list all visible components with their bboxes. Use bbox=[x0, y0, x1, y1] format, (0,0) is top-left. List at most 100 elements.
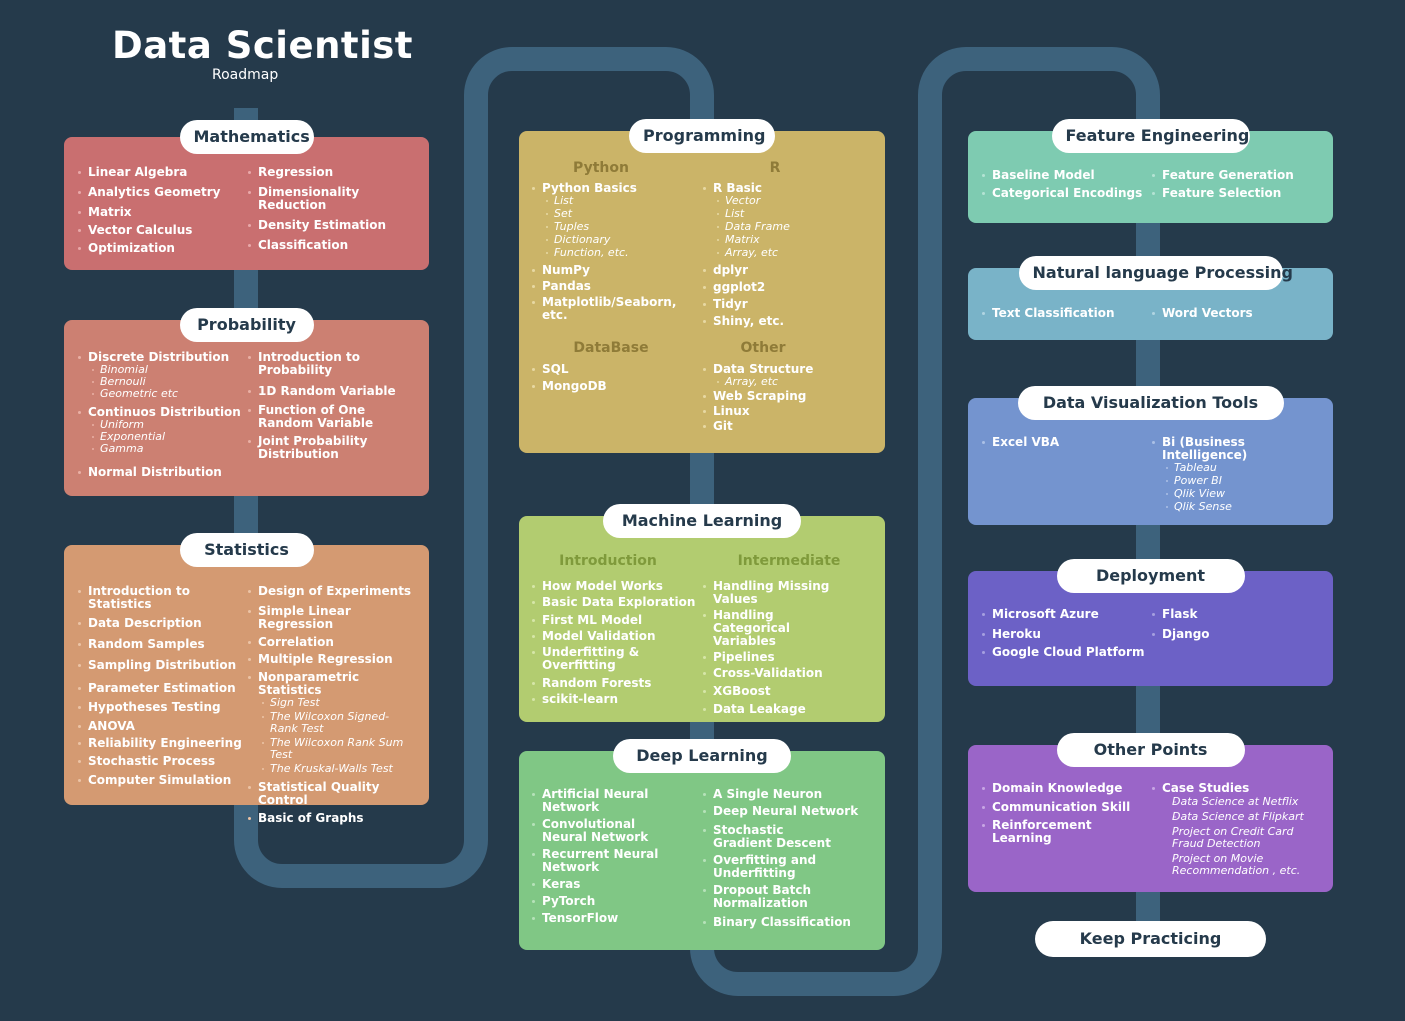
list-item: Bi (Business Intelligence) bbox=[1152, 436, 1327, 462]
sub-item: Vector bbox=[715, 195, 873, 207]
list-item: Deep Neural Network bbox=[703, 805, 878, 818]
list-item: Discrete Distribution bbox=[78, 351, 243, 364]
list-item: Stochastic Gradient Descent bbox=[703, 824, 843, 850]
list-item: Pipelines bbox=[703, 651, 878, 664]
deployment-card: Deployment Microsoft Azure Heroku Google… bbox=[968, 559, 1333, 686]
list-item: Statistical Quality Control bbox=[248, 781, 423, 807]
list-item: Dimensionality Reduction bbox=[248, 186, 423, 212]
list-item: Communication Skill bbox=[982, 801, 1147, 814]
list-item: Regression bbox=[248, 166, 423, 179]
list-item: Binary Classification bbox=[703, 916, 878, 929]
list-item: Correlation bbox=[248, 636, 423, 649]
list-item: XGBoost bbox=[703, 685, 878, 698]
list-item: Joint Probability Distribution bbox=[248, 435, 398, 461]
sub-item: Matrix bbox=[715, 234, 873, 246]
list-item: Tidyr bbox=[703, 298, 873, 311]
list-item: Handling Categorical Variables bbox=[703, 609, 853, 648]
feature-engineering-card: Feature Engineering Baseline Model Categ… bbox=[968, 119, 1333, 223]
list-item: Google Cloud Platform bbox=[982, 646, 1147, 659]
list-item: Basic of Graphs bbox=[248, 812, 423, 825]
probability-card: Probability Discrete Distribution Binomi… bbox=[64, 308, 429, 496]
sub-item: Project on Credit Card Fraud Detection bbox=[1172, 826, 1297, 850]
keep-practicing-badge: Keep Practicing bbox=[1035, 921, 1266, 957]
list-item: Feature Selection bbox=[1152, 187, 1322, 200]
list-item: NumPy bbox=[532, 264, 697, 277]
list-item: A Single Neuron bbox=[703, 788, 878, 801]
list-item: Introduction to Statistics bbox=[78, 585, 198, 611]
list-item: Classification bbox=[248, 239, 423, 252]
list-item: Microsoft Azure bbox=[982, 608, 1147, 621]
sub-item: Data Science at Netflix bbox=[1172, 796, 1327, 808]
list-item: Model Validation bbox=[532, 630, 702, 643]
statistics-card: Statistics Introduction to Statistics Da… bbox=[64, 533, 429, 825]
list-item: TensorFlow bbox=[532, 912, 702, 925]
list-item: Baseline Model bbox=[982, 169, 1147, 182]
probability-title: Probability bbox=[179, 308, 314, 342]
nlp-card: Natural language Processing Text Classif… bbox=[968, 256, 1333, 340]
list-item: Continuos Distribution bbox=[78, 406, 243, 419]
list-item: Handling Missing Values bbox=[703, 580, 878, 606]
database-heading: DataBase bbox=[573, 340, 649, 356]
sub-item: Power BI bbox=[1164, 475, 1327, 487]
list-item: Random Forests bbox=[532, 677, 702, 690]
list-item: 1D Random Variable bbox=[248, 385, 423, 398]
list-item: MongoDB bbox=[532, 380, 697, 393]
sub-item: Project on Movie Recommendation , etc. bbox=[1172, 853, 1307, 877]
list-item: Random Samples bbox=[78, 638, 243, 651]
sub-item: The Wilcoxon Rank Sum Test bbox=[260, 737, 405, 761]
page-subtitle: Roadmap bbox=[212, 67, 279, 83]
sub-item: Tableau bbox=[1164, 462, 1327, 474]
sub-item: Uniform bbox=[90, 419, 243, 431]
programming-card: Programming Python Python Basics List Se… bbox=[519, 119, 885, 453]
list-item: Function of One Random Variable bbox=[248, 404, 408, 430]
list-item: Pandas bbox=[532, 280, 697, 293]
other-heading: Other bbox=[740, 340, 786, 356]
machine-learning-card: Machine Learning Introduction How Model … bbox=[519, 504, 885, 722]
sub-item: Exponential bbox=[90, 431, 243, 443]
other-points-title: Other Points bbox=[1056, 733, 1245, 767]
list-item: Simple Linear Regression bbox=[248, 605, 423, 631]
list-item: Web Scraping bbox=[703, 390, 873, 403]
list-item: Convolutional Neural Network bbox=[532, 818, 682, 844]
list-item: Heroku bbox=[982, 628, 1147, 641]
introduction-heading: Introduction bbox=[559, 553, 657, 569]
programming-title: Programming bbox=[629, 119, 775, 153]
list-item: Shiny, etc. bbox=[703, 315, 873, 328]
list-item: Stochastic Process bbox=[78, 755, 243, 768]
intermediate-heading: Intermediate bbox=[737, 553, 841, 569]
list-item: PyTorch bbox=[532, 895, 702, 908]
list-item: SQL bbox=[532, 363, 697, 376]
data-visualization-title: Data Visualization Tools bbox=[1017, 386, 1284, 420]
list-item: Overfitting and Underfitting bbox=[703, 854, 823, 880]
mathematics-title: Mathematics bbox=[179, 120, 314, 154]
list-item: How Model Works bbox=[532, 580, 702, 593]
list-item: Multiple Regression bbox=[248, 653, 423, 666]
sub-item: Gamma bbox=[90, 443, 243, 455]
list-item: dplyr bbox=[703, 264, 873, 277]
list-item: Underfitting & Overfitting bbox=[532, 646, 652, 672]
list-item: Matrix bbox=[78, 206, 243, 219]
list-item: R Basic bbox=[703, 182, 873, 195]
sub-item: Dictionary bbox=[544, 234, 697, 246]
sub-item: Array, etc bbox=[715, 247, 873, 259]
feature-engineering-title: Feature Engineering bbox=[1051, 119, 1250, 153]
list-item: Reliability Engineering bbox=[78, 737, 243, 750]
python-heading: Python bbox=[573, 160, 629, 176]
list-item: Basic Data Exploration bbox=[532, 596, 702, 609]
r-heading: R bbox=[769, 160, 781, 176]
statistics-title: Statistics bbox=[179, 533, 314, 567]
list-item: Domain Knowledge bbox=[982, 782, 1147, 795]
list-item: ggplot2 bbox=[703, 281, 873, 294]
list-item: Word Vectors bbox=[1152, 307, 1322, 320]
list-item: ANOVA bbox=[78, 720, 243, 733]
list-item: Keras bbox=[532, 878, 702, 891]
deployment-title: Deployment bbox=[1056, 559, 1245, 593]
sub-item: Binomial bbox=[90, 364, 243, 376]
list-item: Analytics Geometry bbox=[78, 186, 243, 199]
sub-item: Qlik Sense bbox=[1164, 501, 1327, 513]
list-item: Nonparametric Statistics bbox=[248, 671, 423, 697]
list-item: Dropout Batch Normalization bbox=[703, 884, 813, 910]
list-item: Optimization bbox=[78, 242, 243, 255]
list-item: Excel VBA bbox=[982, 436, 1147, 449]
data-visualization-card: Data Visualization Tools Excel VBA Bi (B… bbox=[968, 386, 1333, 525]
